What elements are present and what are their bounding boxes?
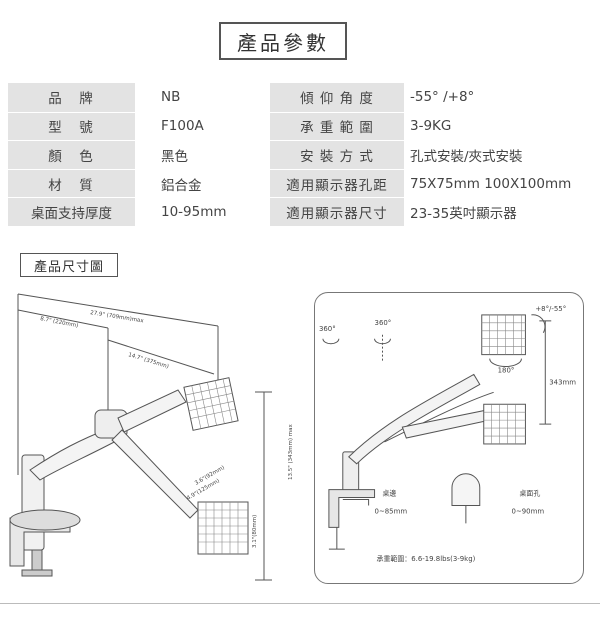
dim-side-label: 3.1"(80mm) [252,515,258,548]
rot-base-label: 360° [319,325,336,333]
section-label-dimensions: 產品尺寸圖 [20,253,118,277]
bottom-divider [0,603,600,604]
spec-label: 適用顯示器尺寸 [270,198,404,226]
spec-row: 顏 色 黑色 安 裝 方 式 孔式安裝/夾式安裝 [8,140,592,169]
dimension-diagram: 27.9" (709mm)max 8.7" (220mm) 14.7" (375… [9,293,294,581]
spec-label: 適用顯示器孔距 [270,169,404,198]
spec-row: 桌面支持厚度 10-95mm 適用顯示器尺寸 23-35英吋顯示器 [8,197,592,226]
spec-value: 孔式安裝/夾式安裝 [404,141,592,169]
hole-range: 0~90mm [512,507,545,515]
spec-value: NB [135,83,270,112]
rot-mid-label: 360° [375,319,392,327]
spec-label: 安 裝 方 式 [270,141,404,169]
spec-row: 型 號 F100A 承 重 範 圍 3-9KG [8,111,592,141]
swivel-label: 180° [498,366,515,374]
spec-label: 顏 色 [8,141,135,169]
dim-arm-label: 14.7" (375mm) [127,352,169,370]
spec-value: 23-35英吋顯示器 [404,198,592,226]
spec-row: 品 牌 NB 傾 仰 角 度 -55° /+8° [8,83,592,112]
hole-label: 桌面孔 [519,489,540,498]
spec-value: 3-9KG [404,112,592,141]
height-label: 343mm [549,378,576,386]
clamp-label: 桌邊 [382,489,396,498]
spec-row: 材 質 鋁合金 適用顯示器孔距 75X75mm 100X100mm [8,168,592,198]
page-title: 產品參數 [219,22,347,60]
motion-range-diagram: 360° 360° +8°/-55° 180° 343mm 桌邊 0~85mm … [314,292,584,584]
spec-label: 承 重 範 圍 [270,112,404,141]
spec-value: -55° /+8° [404,83,592,112]
dim-height-label: 13.5" (343mm) max [288,423,294,480]
spec-value: 鋁合金 [135,169,270,198]
clamp-range: 0~85mm [375,507,408,515]
tilt-label: +8°/-55° [535,305,566,313]
spec-value: 黑色 [135,141,270,169]
spec-label: 型 號 [8,112,135,141]
spec-value: F100A [135,112,270,141]
spec-value: 75X75mm 100X100mm [404,169,592,198]
spec-label: 桌面支持厚度 [8,198,135,226]
spec-label: 品 牌 [8,83,135,112]
load-range-label: 承重範圍：6.6-19.8lbs(3-9kg) [377,554,476,563]
spec-label: 材 質 [8,169,135,198]
spec-table: 品 牌 NB 傾 仰 角 度 -55° /+8° 型 號 F100A 承 重 範… [8,83,592,226]
spec-label: 傾 仰 角 度 [270,83,404,112]
spec-value: 10-95mm [135,198,270,226]
dim-total-label: 27.9" (709mm)max [90,310,145,324]
